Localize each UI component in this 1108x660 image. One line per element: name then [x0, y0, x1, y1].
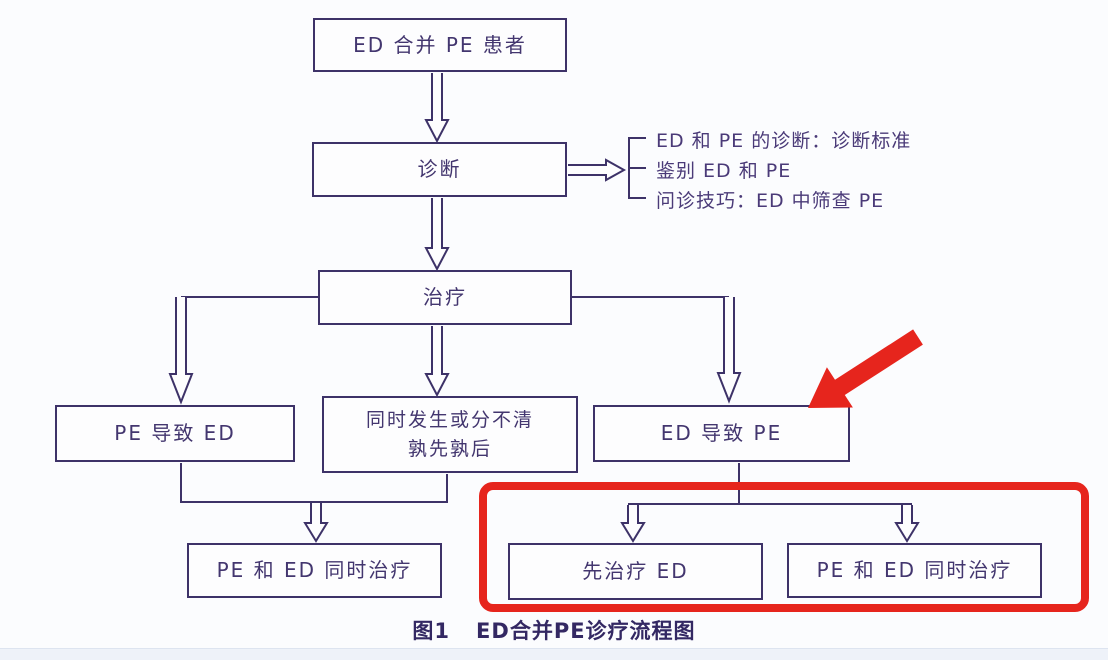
- node-treat-ed-first-label: 先治疗 ED: [582, 559, 689, 583]
- node-treatment: 治疗: [318, 270, 572, 325]
- node-concurrent-line1: 同时发生或分不清: [365, 408, 534, 431]
- node-concurrent-label: 同时发生或分不清 孰先孰后: [366, 406, 534, 464]
- node-combined-treatment-left-label: PE 和 ED 同时治疗: [216, 558, 413, 582]
- arrow-down-right-branch: [716, 297, 742, 404]
- node-combined-treatment-right: PE 和 ED 同时治疗: [787, 543, 1042, 598]
- node-ed-causes-pe-label: ED 导致 PE: [660, 421, 783, 445]
- node-diagnosis-label: 诊断: [417, 157, 462, 181]
- node-concurrent-line2: 孰先孰后: [407, 437, 492, 460]
- figure-caption: 图1 ED合并PE诊疗流程图: [0, 615, 1108, 645]
- diagnosis-note-3: 问诊技巧：ED 中筛查 PE: [656, 190, 885, 212]
- node-patient-label: ED 合并 PE 患者: [353, 32, 527, 57]
- arrow-down-combined-right: [894, 505, 920, 543]
- notes-bracket: [628, 137, 646, 199]
- node-treatment-label: 治疗: [423, 285, 467, 309]
- merge-lines-bottom-left: [180, 463, 448, 503]
- diagnosis-note-1: ED 和 PE 的诊断：诊断标准: [656, 130, 912, 152]
- node-treat-ed-first: 先治疗 ED: [508, 543, 763, 600]
- diagnosis-note-2: 鉴别 ED 和 PE: [656, 160, 792, 182]
- node-combined-treatment-left: PE 和 ED 同时治疗: [187, 543, 442, 598]
- figure-caption-title: ED合并PE诊疗流程图: [476, 619, 696, 643]
- footer-strip: [0, 648, 1108, 660]
- arrow-down-treat-ed-first: [620, 505, 646, 543]
- node-patient: ED 合并 PE 患者: [313, 18, 567, 72]
- arrow-down-patient-diagnosis: [424, 73, 450, 144]
- node-concurrent: 同时发生或分不清 孰先孰后: [322, 396, 578, 473]
- node-diagnosis: 诊断: [312, 142, 567, 197]
- red-highlight-box: [479, 482, 1089, 612]
- node-combined-treatment-right-label: PE 和 ED 同时治疗: [816, 558, 1013, 582]
- arrow-right-diagnosis-notes: [568, 158, 627, 182]
- arrow-down-middle-branch: [424, 326, 450, 398]
- node-pe-causes-ed: PE 导致 ED: [55, 405, 295, 462]
- figure-caption-prefix: 图1: [412, 619, 451, 643]
- node-ed-causes-pe: ED 导致 PE: [593, 405, 850, 462]
- arrow-down-combined-left: [303, 503, 329, 543]
- arrow-down-diagnosis-treatment: [424, 198, 450, 272]
- node-pe-causes-ed-label: PE 导致 ED: [114, 421, 236, 445]
- arrow-down-left-branch: [168, 297, 194, 405]
